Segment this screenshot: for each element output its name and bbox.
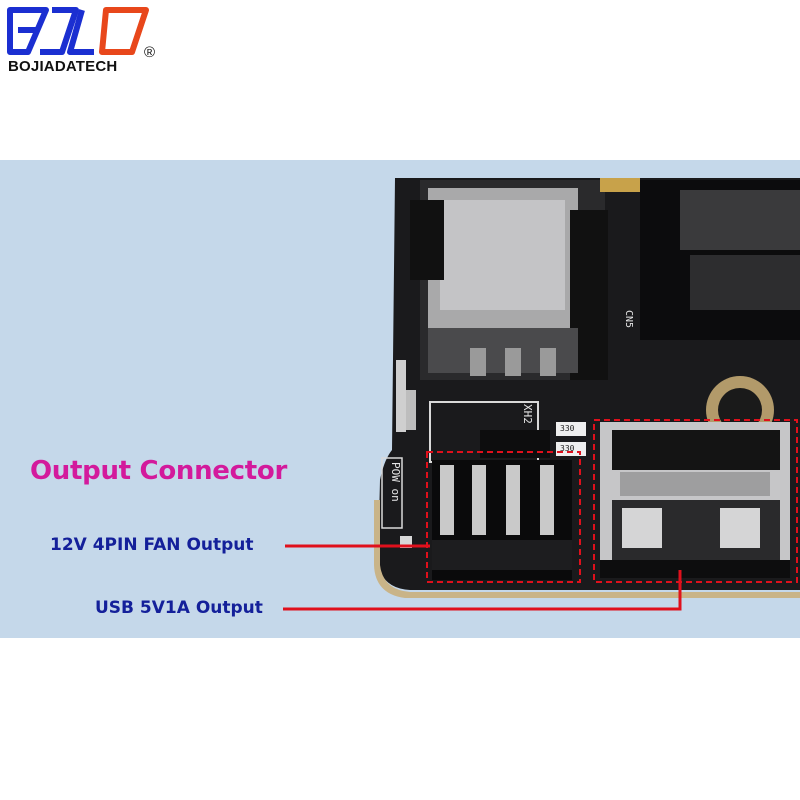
fan-pin-4 <box>540 465 554 535</box>
silk-pow-on: POW on <box>389 462 402 502</box>
output-connector-title: Output Connector <box>30 456 287 486</box>
brand-logo-mark <box>7 7 149 55</box>
circuit-board-illustration <box>283 178 800 611</box>
fan-pin-3 <box>506 465 520 535</box>
brand-wordmark: BOJIADATECH <box>8 58 118 75</box>
usb-highlight-box <box>593 419 798 583</box>
silk-xh2: XH2 <box>521 404 534 424</box>
fan-pin-1 <box>440 465 454 535</box>
fan-output-label: 12V 4PIN FAN Output <box>50 535 254 555</box>
registered-mark: ® <box>144 44 156 61</box>
resistor-r1 <box>556 422 586 436</box>
silk-r2: 330 <box>560 444 575 453</box>
silk-r1: 330 <box>560 424 575 433</box>
fan-pin-2 <box>472 465 486 535</box>
product-photo-panel: XH2 POW on CN5 330 330 <box>0 160 800 638</box>
usb-leader-line <box>283 570 682 611</box>
brand-logo: BOJIADATECH ® <box>6 6 166 76</box>
silk-cn5: CN5 <box>623 310 634 329</box>
usb-output-label: USB 5V1A Output <box>95 598 263 618</box>
fan-highlight-box <box>426 451 581 583</box>
pin-header <box>396 360 406 432</box>
